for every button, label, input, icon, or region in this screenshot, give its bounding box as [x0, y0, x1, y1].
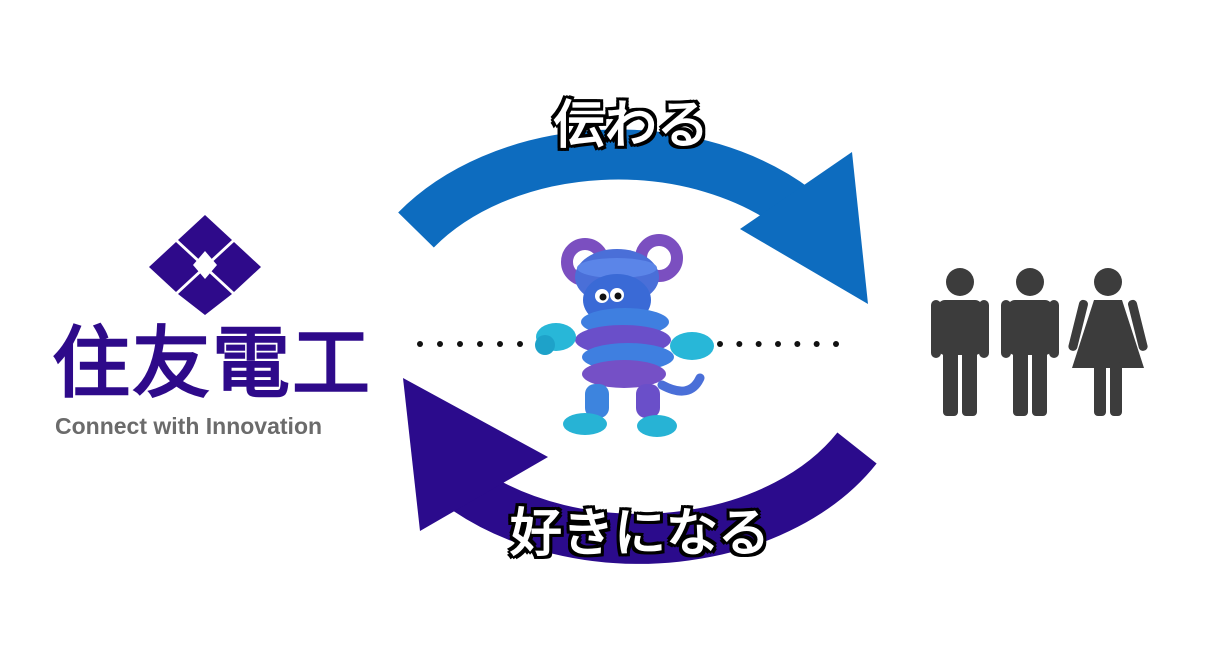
company-tagline: Connect with Innovation: [55, 413, 323, 439]
woman-icon: [1068, 268, 1148, 416]
company-name: 住友電工: [52, 319, 373, 409]
connector-dot: [497, 341, 503, 347]
man-icon: [1001, 268, 1059, 416]
top-cycle-label: 伝わる: [553, 96, 710, 156]
bottom-arrow-arc: [453, 432, 877, 564]
people-group: [931, 268, 1148, 416]
connector-dot: [736, 341, 743, 347]
connector-dot: [437, 341, 443, 347]
sumitomo-diamond-logo-icon: [149, 215, 261, 315]
top-arrow-arc: [398, 129, 813, 248]
connector-dot: [775, 341, 781, 347]
clay-mascot-icon: [535, 234, 714, 437]
bottom-arrow-head: [403, 378, 548, 531]
man-icon: [931, 268, 989, 416]
bottom-arrow: [403, 378, 877, 564]
connector-dot: [477, 341, 483, 347]
connector-dot: [717, 341, 723, 347]
connector-dot: [457, 341, 463, 347]
connector-dot: [755, 341, 762, 347]
connector-dot: [833, 341, 839, 347]
connector-dot: [417, 341, 423, 347]
bottom-cycle-label: 好きになる: [510, 504, 771, 564]
top-arrow: [398, 129, 868, 304]
top-arrow-head: [740, 152, 868, 304]
dotted-connector-right: [717, 341, 839, 347]
connector-dot: [813, 341, 820, 347]
connector-dot: [517, 341, 523, 347]
dotted-connector-left: [417, 341, 523, 347]
connector-dot: [794, 341, 801, 347]
